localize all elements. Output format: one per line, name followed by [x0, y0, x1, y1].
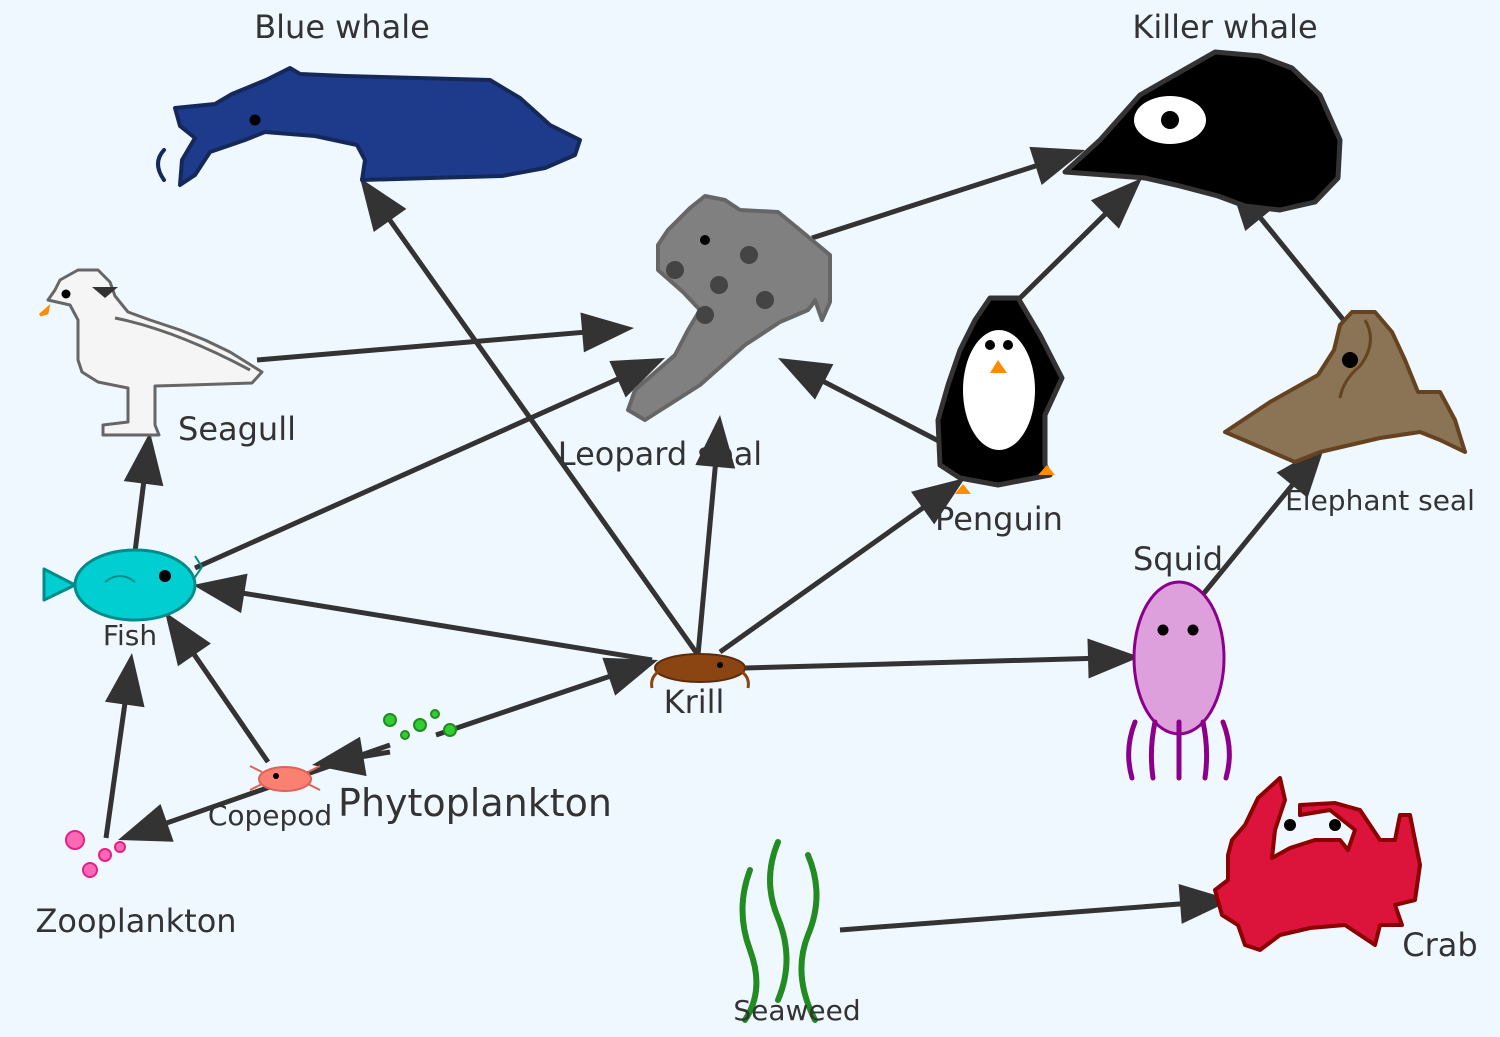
- arrowhead: [1276, 445, 1325, 498]
- edge-line: [839, 901, 1185, 933]
- edge-krill-to-penguin: [718, 478, 965, 655]
- edge-seagull-to-leopard-seal: [256, 312, 634, 363]
- edge-seaweed-to-crab: [839, 884, 1232, 933]
- edge-line: [385, 215, 701, 657]
- edge-line: [1018, 209, 1110, 300]
- edge-krill-to-fish: [193, 573, 653, 663]
- label-penguin: Penguin: [935, 500, 1063, 538]
- label-fish: Fish: [103, 619, 157, 652]
- arrowhead: [1090, 178, 1142, 229]
- edge-line: [695, 462, 719, 656]
- edge-line: [132, 479, 147, 553]
- arrowhead: [1029, 146, 1085, 185]
- label-krill: Krill: [664, 683, 725, 721]
- label-leopard-seal: Leopard seal: [558, 435, 762, 473]
- krill-icon: [650, 653, 750, 689]
- edge-line: [239, 590, 653, 663]
- edge-line: [103, 700, 128, 839]
- arrowhead: [165, 612, 211, 667]
- label-killer-whale: Killer whale: [1132, 8, 1317, 46]
- edge-krill-to-squid: [744, 638, 1140, 679]
- arrowhead: [695, 415, 736, 469]
- label-blue-whale: Blue whale: [254, 8, 430, 46]
- edge-krill-to-leopard-seal: [695, 415, 736, 656]
- arrowhead: [123, 432, 164, 487]
- edge-line: [744, 655, 1093, 671]
- edge-line: [193, 375, 623, 571]
- arrowhead: [1087, 638, 1140, 679]
- edge-squid-to-elephant-seal: [1198, 445, 1325, 600]
- edge-line: [1256, 213, 1352, 330]
- label-phytoplankton: Phytoplankton: [338, 781, 612, 825]
- killer-whale-icon: [1062, 49, 1343, 213]
- arrowhead: [360, 178, 407, 232]
- edge-leopard-seal-to-killer-whale: [811, 146, 1085, 241]
- edge-fish-to-seagull: [123, 432, 164, 553]
- arrowhead: [580, 312, 634, 353]
- label-zooplankton: Zooplankton: [35, 902, 236, 940]
- arrowhead: [602, 657, 658, 696]
- edge-line: [256, 329, 587, 363]
- label-seagull: Seagull: [178, 410, 296, 448]
- label-crab: Crab: [1402, 926, 1477, 964]
- seaweed-icon: [739, 839, 820, 1023]
- zooplankton-icon: [65, 830, 126, 878]
- edge-line: [718, 503, 928, 655]
- arrowhead: [104, 653, 145, 708]
- edge-krill-to-blue-whale: [360, 178, 701, 657]
- leopard-seal-icon: [626, 194, 832, 422]
- edge-penguin-to-killer-whale: [1018, 178, 1142, 300]
- label-copepod: Copepod: [208, 799, 332, 832]
- label-seaweed: Seaweed: [733, 994, 860, 1027]
- edge-line: [190, 650, 271, 764]
- edge-phytoplankton-to-krill: [435, 657, 658, 738]
- squid-icon: [1126, 580, 1232, 781]
- arrowhead: [193, 573, 248, 614]
- edge-line: [1198, 480, 1297, 600]
- arrowhead: [609, 358, 665, 398]
- phytoplankton-icon: [383, 709, 457, 740]
- label-squid: Squid: [1133, 540, 1223, 578]
- crab-icon: [1213, 776, 1422, 952]
- edge-line: [811, 162, 1041, 241]
- edge-fish-to-leopard-seal: [193, 358, 665, 571]
- fish-icon: [42, 548, 204, 622]
- edge-zooplankton-to-fish: [103, 653, 145, 839]
- seagull-icon: [39, 268, 264, 437]
- copepod-icon: [249, 765, 321, 792]
- arrowhead: [911, 478, 965, 525]
- arrowhead: [778, 358, 834, 400]
- arrowhead: [1178, 884, 1232, 924]
- penguin-icon: [935, 295, 1065, 494]
- edge-line: [435, 672, 614, 738]
- edge-copepod-to-fish: [165, 612, 271, 764]
- elephant-seal-icon: [1223, 310, 1467, 464]
- blue-whale-icon: [156, 66, 582, 187]
- label-elephant-seal: Elephant seal: [1285, 484, 1475, 517]
- arrowhead: [118, 803, 174, 842]
